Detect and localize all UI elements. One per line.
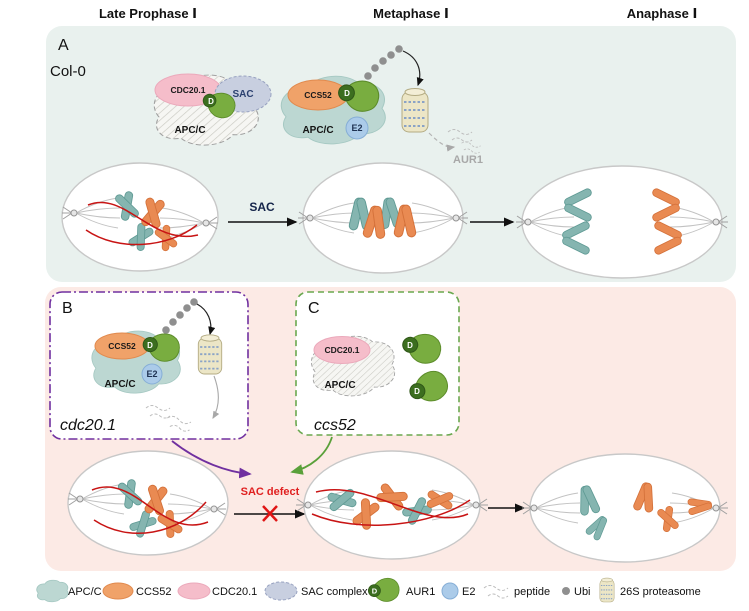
apc-label: APC/C bbox=[104, 379, 135, 390]
cdc20-label: CDC20.1 bbox=[325, 345, 360, 355]
panel-c-consequence-arrow bbox=[290, 436, 333, 475]
legend-ccs52-label: CCS52 bbox=[136, 586, 171, 598]
dbox-label: D bbox=[208, 97, 214, 106]
peptide-legend-icon bbox=[483, 585, 509, 599]
panel-c-label: C bbox=[308, 300, 320, 317]
apc-label: APC/C bbox=[302, 125, 333, 136]
legend-proteasome-label: 26S proteasome bbox=[620, 586, 701, 598]
legend-aur1-d-label: D bbox=[372, 587, 378, 596]
dbox-label: D bbox=[344, 89, 350, 98]
sac-label: SAC bbox=[232, 89, 253, 100]
chiasma-line bbox=[315, 489, 469, 519]
cdc20-oval bbox=[313, 336, 371, 364]
genotype-ccs52: ccs52 bbox=[314, 417, 356, 434]
ubi-legend-icon bbox=[562, 587, 570, 595]
cell-mutant-anaphase bbox=[521, 453, 729, 563]
ubiquitination-arrow bbox=[402, 50, 424, 87]
chiasma-line bbox=[87, 201, 199, 238]
active-apc-ccs52-complex: CCS52 D E2 APC/C AUR1 bbox=[280, 45, 483, 166]
cell-mutant-metaphase bbox=[295, 450, 489, 560]
ubiquitination-arrow bbox=[196, 303, 216, 336]
panel-c: C CDC20.1 APC/C D D ccs52 bbox=[295, 291, 460, 436]
legend-peptide-label: peptide bbox=[514, 586, 550, 598]
panel-b-consequence-arrow bbox=[171, 440, 252, 479]
cdc20-label: CDC20.1 bbox=[171, 85, 206, 95]
phase-late-prophase: Late Prophase Ⅰ bbox=[99, 6, 197, 21]
panel-b: B CCS52 D E2 APC/C cdc20.1 bbox=[49, 291, 249, 440]
sac-defect-label: SAC defect bbox=[241, 486, 300, 498]
blocked-cross-icon bbox=[262, 505, 278, 522]
degradation-arrow bbox=[428, 132, 456, 152]
proteasome-legend-icon bbox=[599, 577, 615, 603]
dbox-label: D bbox=[414, 387, 420, 396]
chiasma-line bbox=[91, 486, 209, 526]
legend-ubi-label: Ubi bbox=[574, 586, 591, 598]
dbox-label: D bbox=[407, 341, 413, 350]
sac-legend-icon bbox=[264, 581, 298, 601]
genotype-col0: Col-0 bbox=[50, 63, 86, 80]
e2-label: E2 bbox=[351, 123, 362, 133]
chiasma-line bbox=[85, 224, 198, 246]
panel-b-label: B bbox=[62, 300, 73, 317]
cell-col0-late-prophase bbox=[61, 162, 219, 272]
chiasma-line bbox=[311, 499, 471, 526]
chiasma-line bbox=[93, 501, 207, 534]
cell-col0-anaphase bbox=[515, 165, 729, 279]
legend-aur1-label: AUR1 bbox=[406, 586, 435, 598]
e2-circle bbox=[345, 116, 369, 140]
apc-legend-icon bbox=[36, 579, 69, 603]
cell-mutant-late-prophase bbox=[67, 450, 229, 556]
e2-legend-icon bbox=[441, 582, 459, 600]
cell-col0-metaphase bbox=[297, 162, 469, 274]
legend-cdc20-label: CDC20.1 bbox=[212, 586, 257, 598]
degradation-arrow bbox=[212, 375, 220, 419]
e2-circle bbox=[141, 363, 163, 385]
ccs52-legend-icon bbox=[102, 582, 134, 600]
sac-arrow-label: SAC bbox=[249, 200, 275, 214]
ccs52-label: CCS52 bbox=[304, 90, 332, 100]
e2-label: E2 bbox=[146, 369, 157, 379]
legend-e2-label: E2 bbox=[462, 586, 475, 598]
genotype-cdc20: cdc20.1 bbox=[60, 417, 116, 434]
apc-label: APC/C bbox=[174, 125, 205, 136]
dbox-label: D bbox=[147, 341, 153, 350]
proteasome-icon bbox=[401, 87, 429, 133]
apc-label: APC/C bbox=[324, 380, 355, 391]
phase-anaphase: Anaphase Ⅰ bbox=[627, 6, 698, 21]
panel-a-label: A bbox=[58, 37, 69, 54]
aur1-label: AUR1 bbox=[453, 154, 483, 166]
ccs52-label: CCS52 bbox=[108, 341, 136, 351]
cdc20-legend-icon bbox=[177, 582, 211, 600]
phase-metaphase: Metaphase Ⅰ bbox=[373, 6, 449, 21]
proteasome-icon bbox=[197, 333, 223, 375]
legend-apc-label: APC/C bbox=[68, 586, 102, 598]
legend: APC/C CCS52 CDC20.1 SAC complex D AUR1 E… bbox=[36, 577, 701, 603]
sac-inhibited-apc-complex: CDC20.1 SAC D APC/C bbox=[153, 73, 272, 146]
legend-sac-label: SAC complex bbox=[301, 586, 368, 598]
